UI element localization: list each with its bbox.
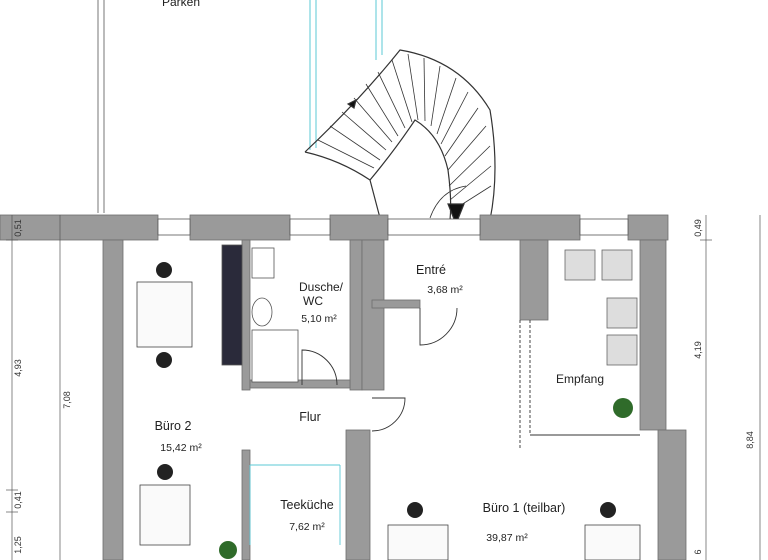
walls	[0, 214, 687, 560]
spiral-staircase	[304, 49, 496, 226]
desk-groups	[136, 281, 641, 560]
parking-label: Parken	[161, 0, 201, 9]
dim-left-low: 1,25	[13, 536, 23, 554]
shower-label-2: WC	[303, 294, 323, 308]
dim-left-upper: 4,93	[13, 359, 23, 377]
kitchen-label: Teeküche	[280, 498, 334, 512]
dim-left-mid: 0,41	[13, 491, 23, 509]
dim-right-top: 0,49	[693, 219, 703, 237]
reception-chairs	[564, 249, 638, 366]
dimension-lines	[6, 215, 761, 560]
office-chairs	[156, 262, 616, 518]
plants	[219, 398, 633, 559]
dim-right-low: 6	[693, 549, 703, 555]
shower-area: 5,10 m²	[301, 313, 337, 325]
entrance-area: 3,68 m²	[427, 284, 463, 296]
reception-label: Empfang	[555, 372, 605, 386]
shower-label-1: Dusche/	[298, 280, 344, 294]
office2-label: Büro 2	[154, 419, 192, 433]
kitchen-area: 7,62 m²	[289, 521, 325, 533]
dim-right-upper: 4,19	[693, 341, 703, 359]
office1-label: Büro 1 (teilbar)	[482, 501, 566, 515]
dim-left-top: 0,51	[13, 219, 23, 237]
dim-left-total: 7,08	[62, 391, 72, 409]
office1-area: 39,87 m²	[486, 532, 528, 544]
dim-right-total: 8,84	[745, 431, 755, 449]
windows	[157, 218, 629, 236]
bathroom-fixtures	[221, 244, 299, 383]
hall-label: Flur	[299, 410, 321, 424]
entrance-label: Entré	[416, 263, 446, 277]
doors	[249, 307, 640, 545]
office2-area: 15,42 m²	[160, 442, 202, 454]
parking-area	[97, 0, 383, 213]
